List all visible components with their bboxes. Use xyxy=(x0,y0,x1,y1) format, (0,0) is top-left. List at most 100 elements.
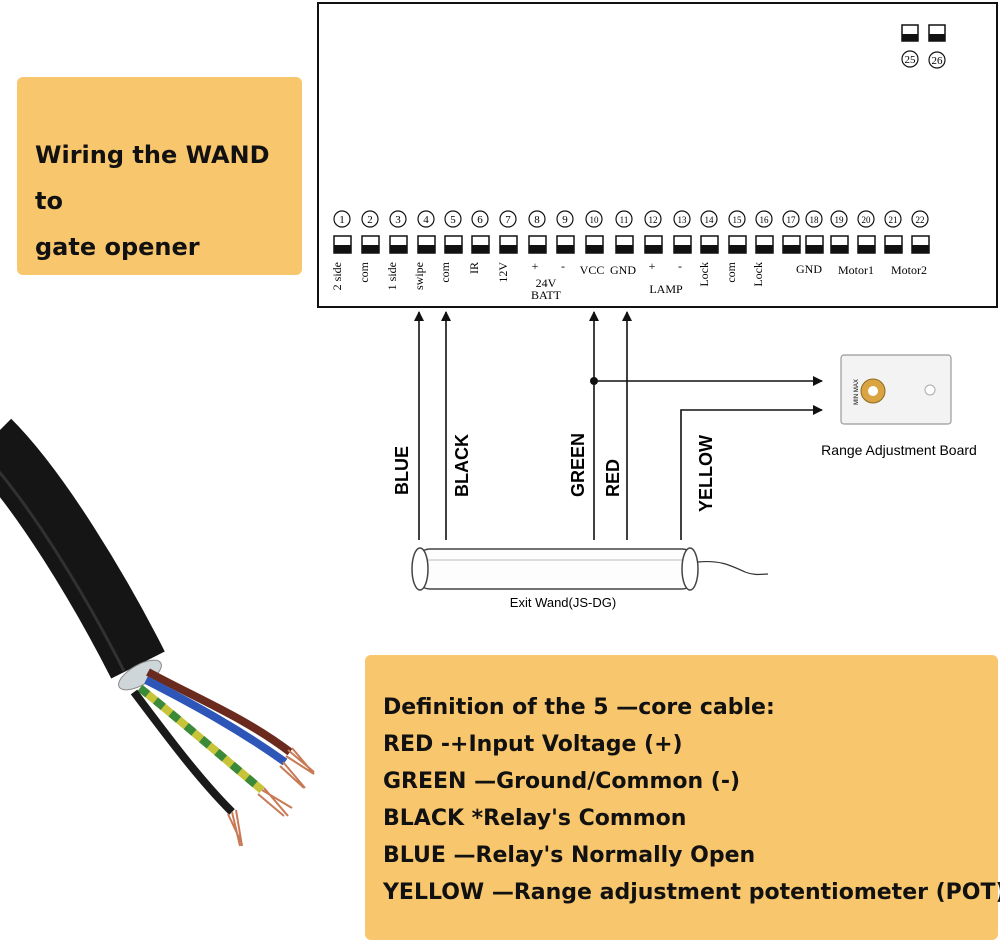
terminal-number-26: 26 xyxy=(932,55,944,67)
cable-illustration xyxy=(0,418,315,847)
terminal-6: 6 xyxy=(471,210,490,254)
terminal-18: 18 xyxy=(805,210,824,254)
terminal-screw xyxy=(885,245,902,253)
label-lamp-minus: - xyxy=(678,259,682,273)
terminal-screw xyxy=(418,245,435,253)
core-black xyxy=(130,689,235,815)
terminal-number-circle xyxy=(700,210,718,228)
terminal-screw xyxy=(756,245,773,253)
label-24v: 24V xyxy=(536,276,557,290)
terminal-number-12: 12 xyxy=(649,215,658,225)
terminal-25: 25 xyxy=(901,24,919,68)
terminal-number-1: 1 xyxy=(339,214,345,226)
terminal-number-15: 15 xyxy=(733,215,743,225)
label-vcc: VCC xyxy=(580,263,605,277)
label-com-1: com xyxy=(357,261,371,282)
terminal-number-circle xyxy=(644,210,662,228)
title-line-1: Wiring the WAND to xyxy=(35,141,270,215)
exit-wand xyxy=(411,547,769,591)
terminal-screw xyxy=(586,245,603,253)
terminal-screw xyxy=(616,245,633,253)
wire-label-blue: BLUE xyxy=(392,446,412,495)
terminal-number-circle xyxy=(884,210,902,228)
terminal-number-circle xyxy=(755,210,773,228)
label-ir: IR xyxy=(467,262,481,274)
definition-green: GREEN —Ground/Common (-) xyxy=(383,769,741,794)
title-line-2: gate opener xyxy=(35,233,200,261)
terminal-16: 16 xyxy=(755,210,774,254)
definition-black: BLACK *Relay's Common xyxy=(383,806,687,831)
wire-labels: BLUE BLACK GREEN RED YELLOW xyxy=(392,433,716,512)
terminal-number-11: 11 xyxy=(620,215,629,225)
label-motor2: Motor2 xyxy=(891,263,927,277)
wire-yellow xyxy=(680,405,823,540)
terminal-screw xyxy=(858,245,875,253)
mount-hole xyxy=(924,384,936,396)
controller-board xyxy=(317,2,998,308)
label-com-3: com xyxy=(724,261,738,282)
terminal-number-circle xyxy=(361,210,379,228)
terminal-number-2: 2 xyxy=(367,214,373,226)
terminal-screw xyxy=(472,245,489,253)
label-gnd: GND xyxy=(610,263,636,277)
terminal-number-16: 16 xyxy=(760,215,770,225)
terminal-4: 4 xyxy=(417,210,436,254)
label-batt-plus: + xyxy=(532,259,539,273)
wire-label-black: BLACK xyxy=(452,434,472,497)
terminal-number-3: 3 xyxy=(395,214,401,226)
label-1-side: 1 side xyxy=(385,262,399,290)
terminal-number-circle xyxy=(615,210,633,228)
terminal-screw xyxy=(445,245,462,253)
terminal-number-14: 14 xyxy=(705,215,715,225)
wire-label-green: GREEN xyxy=(568,433,588,497)
terminal-screw xyxy=(557,245,574,253)
terminal-1: 1 xyxy=(333,210,352,254)
terminal-number-circle xyxy=(911,210,929,228)
terminal-19: 19 xyxy=(830,210,849,254)
core-brown xyxy=(146,668,293,756)
definition-yellow: YELLOW —Range adjustment potentiometer (… xyxy=(383,880,1000,905)
label-swipe: swipe xyxy=(412,262,426,290)
terminal-number-circle xyxy=(585,210,603,228)
wire-label-yellow: YELLOW xyxy=(696,435,716,512)
terminal-number-4: 4 xyxy=(423,214,429,226)
terminal-22: 22 xyxy=(911,210,930,254)
terminal-number-21: 21 xyxy=(889,215,898,225)
terminal-number-17: 17 xyxy=(787,215,797,225)
terminal-number-circle xyxy=(857,210,875,228)
terminal-number-8: 8 xyxy=(534,214,540,226)
terminal-7: 7 xyxy=(499,210,518,254)
terminal-screw xyxy=(701,245,718,253)
terminal-9: 9 xyxy=(556,210,575,254)
terminal-11: 11 xyxy=(615,210,634,254)
range-board-label: Range Adjustment Board xyxy=(821,442,977,458)
terminal-screw xyxy=(645,245,662,253)
wand-label: Exit Wand(JS-DG) xyxy=(510,595,616,610)
terminal-number-circle xyxy=(830,210,848,228)
terminal-number-circle xyxy=(673,210,691,228)
terminal-2: 2 xyxy=(361,210,380,254)
terminal-number-22: 22 xyxy=(916,215,925,225)
definition-blue: BLUE —Relay's Normally Open xyxy=(383,843,756,868)
terminal-26: 26 xyxy=(928,24,946,69)
label-batt-minus: - xyxy=(561,259,565,273)
terminal-21: 21 xyxy=(884,210,903,254)
junction-dot xyxy=(590,377,598,385)
terminal-screw xyxy=(334,245,351,253)
terminal-screw xyxy=(806,245,823,253)
label-lamp-plus: + xyxy=(649,259,656,273)
terminal-13: 13 xyxy=(673,210,692,254)
terminal-number-circle xyxy=(471,210,489,228)
terminal-number-circle xyxy=(389,210,407,228)
terminal-number-circle xyxy=(782,210,800,228)
terminal-15: 15 xyxy=(728,210,747,254)
terminal-number-6: 6 xyxy=(477,214,483,226)
terminal-8: 8 xyxy=(528,210,547,254)
wires xyxy=(414,311,823,540)
core-blue xyxy=(144,676,288,766)
terminal-number-10: 10 xyxy=(590,215,600,225)
title-text: Wiring the WAND to gate opener xyxy=(35,132,305,270)
terminal-5: 5 xyxy=(444,210,463,254)
terminal-number-13: 13 xyxy=(678,215,688,225)
